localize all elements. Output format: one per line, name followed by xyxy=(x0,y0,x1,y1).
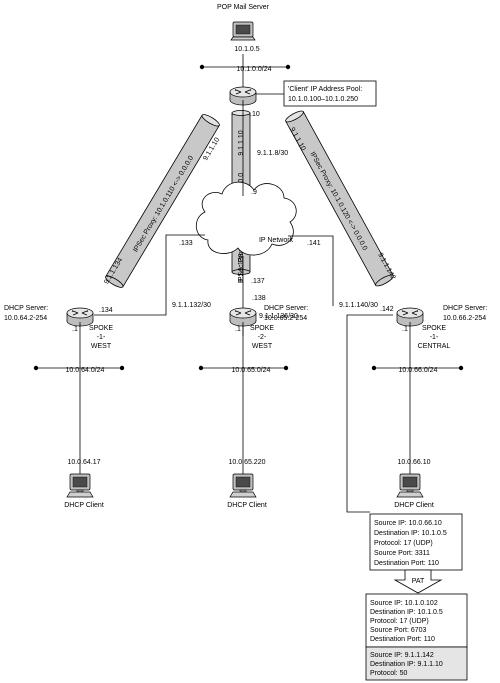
spoke-2-west-lan-host: .1 xyxy=(235,326,241,333)
spoke-1-west-name-1: SPOKE xyxy=(89,325,113,332)
spoke-1-central-dhcp-range: 10.0.66.2-254 xyxy=(443,315,486,322)
spoke-2-west-cloud-host: .137 xyxy=(251,278,265,285)
packet-encapsulated-line: Protocol: 50 xyxy=(370,670,407,677)
packet-translated: Source IP: 10.1.0.102 Destination IP: 10… xyxy=(365,593,468,648)
pat-label: PAT xyxy=(412,578,425,585)
spoke-2-west-dhcp-range: 10.0.65.2-254 xyxy=(264,315,307,322)
spoke-1-central-lan-subnet: 10.0.66.0/24 xyxy=(399,367,438,374)
spoke-2-west-client-ip: 10.0.65.220 xyxy=(229,459,266,466)
packet-translated-line: Destination Port: 110 xyxy=(370,636,435,643)
hub-lan-subnet: 10.1.0.0/24 xyxy=(236,66,271,73)
spoke-1-west-lan-endpoint-right xyxy=(119,365,125,371)
spoke-1-central-dhcp-title: DHCP Server: xyxy=(443,305,487,312)
cloud-label: IP Network xyxy=(259,237,294,244)
spoke-2-west-lan-endpoint-left xyxy=(198,365,204,371)
spoke-1-west-wan-link xyxy=(94,234,205,316)
hub-wan-subnet: 9.1.1.8/30 xyxy=(257,150,288,157)
packet-translated-line: Protocol: 17 (UDP) xyxy=(370,618,429,625)
spoke-1-west-client-icon xyxy=(66,473,94,498)
address-pool-box xyxy=(283,80,377,107)
spoke-1-central-name-3: CENTRAL xyxy=(418,343,451,350)
tunnel-left-label: IPSec Proxy: 10.1.0.110 <-> 0.0.0.0 xyxy=(132,155,195,254)
hub-lan-endpoint-right xyxy=(285,64,291,70)
spoke-2-west-lan-subnet: 10.0.65.0/24 xyxy=(232,367,271,374)
spoke-1-central-wan-link xyxy=(288,235,334,306)
spoke-1-west-name-3: WEST xyxy=(91,343,112,350)
spoke-1-west-client-ip: 10.0.64.17 xyxy=(67,459,100,466)
mail-server-icon xyxy=(230,21,256,41)
pat-arrow: PAT xyxy=(393,569,443,594)
packet-encapsulated-line: Destination IP: 9.1.1.10 xyxy=(370,661,443,668)
spoke-1-central-router-host: .142 xyxy=(380,306,394,313)
spoke-2-west-name-3: WEST xyxy=(252,343,273,350)
tunnel-right-label: IPSec Proxy: 10.1.0.120 <-> 0.0.0.0 xyxy=(308,151,368,252)
hub-router-host: .10 xyxy=(250,111,260,118)
hub-lan-endpoint-left xyxy=(199,64,205,70)
spoke-2-west: .137 9.1.1.136/30 .138 DHCP Server: 10.0… xyxy=(198,256,308,509)
spoke-1-west-cloud-host: .133 xyxy=(179,240,193,247)
packet-translated-line: Source IP: 10.1.0.102 xyxy=(370,600,438,607)
spoke-1-central-cloud-host: .141 xyxy=(307,240,321,247)
spoke-1-west-client-label: DHCP Client xyxy=(64,502,104,509)
spoke-1-west-lan-host: .1 xyxy=(72,326,78,333)
spoke-1-central-name-1: SPOKE xyxy=(422,325,446,332)
packet-encapsulated: Source IP: 9.1.1.142 Destination IP: 9.1… xyxy=(365,646,468,681)
spoke-1-central-client-ip: 10.0.66.10 xyxy=(397,459,430,466)
hub-wan-router-end: .9 xyxy=(251,189,257,196)
hub-site: POP Mail Server 10.1.0.5 10.1.0.0/24 'Cl… xyxy=(199,4,377,118)
spoke-1-west-dhcp-range: 10.0.64.2-254 xyxy=(4,315,47,322)
spoke-2-west-name-1: SPOKE xyxy=(250,325,274,332)
spoke-1-central-name-2: -1- xyxy=(430,334,439,341)
spoke-1-west-lan-subnet: 10.0.64.0/24 xyxy=(66,367,105,374)
tunnel-right xyxy=(285,110,394,287)
packet-translated-line: Source Port: 6703 xyxy=(370,627,427,634)
spoke-1-west: .133 9.1.1.132/30 .134 DHCP Server: 10.0… xyxy=(4,234,211,509)
spoke-1-west-name-2: -1- xyxy=(97,334,106,341)
packet-original-line: Destination IP: 10.1.0.5 xyxy=(374,530,447,537)
packet-original-line: Source IP: 10.0.66.10 xyxy=(374,520,442,527)
mail-server-ip: 10.1.0.5 xyxy=(234,46,259,53)
spoke-2-west-lan-endpoint-right xyxy=(283,365,289,371)
packet-encapsulated-line: Source IP: 9.1.1.142 xyxy=(370,652,434,659)
spoke-1-central: .141 9.1.1.140/30 .142 DHCP Server: 10.0… xyxy=(288,235,487,513)
spoke-1-central-client-label: DHCP Client xyxy=(394,502,434,509)
packet-original-line: Protocol: 17 (UDP) xyxy=(374,540,433,547)
spoke-1-west-lan-endpoint-left xyxy=(33,365,39,371)
spoke-1-central-lan-host: .1 xyxy=(402,326,408,333)
spoke-2-west-dhcp-title: DHCP Server: xyxy=(264,305,308,312)
address-pool-range: 10.1.0.100–10.1.0.250 xyxy=(288,96,358,103)
spoke-1-central-wan-subnet: 9.1.1.140/30 xyxy=(339,302,378,309)
ip-network-cloud: IP Network xyxy=(195,181,297,256)
spoke-2-west-client-label: DHCP Client xyxy=(227,502,267,509)
spoke-1-west-wan-subnet: 9.1.1.132/30 xyxy=(172,302,211,309)
tunnel-center-bottom-ip: 9.1.1.138 xyxy=(238,253,245,282)
spoke-2-west-client-icon xyxy=(229,473,257,498)
address-pool-title: 'Client' IP Address Pool: xyxy=(288,86,362,93)
spoke-1-central-lan-endpoint-right xyxy=(458,365,464,371)
tunnel-center-top-ip: 9.1.1.10 xyxy=(238,130,245,155)
spoke-1-west-dhcp-title: DHCP Server: xyxy=(4,305,48,312)
spoke-2-west-router-host: .138 xyxy=(252,295,266,302)
packet-original-line: Source Port: 3311 xyxy=(374,550,430,557)
spoke-2-west-name-2: -2- xyxy=(258,334,267,341)
mail-server-title: POP Mail Server xyxy=(217,4,270,11)
packet-original: Source IP: 10.0.66.10 Destination IP: 10… xyxy=(369,513,463,571)
spoke-1-central-packet-path xyxy=(346,314,393,513)
packet-original-line: Destination Port: 110 xyxy=(374,560,439,567)
tunnel-left xyxy=(105,114,220,288)
spoke-2-west-wan-subnet: 9.1.1.136/30 xyxy=(259,313,298,320)
hub-wan-link: 9.1.1.8/30 .9 xyxy=(242,100,288,196)
spoke-1-central-lan-endpoint-left xyxy=(371,365,377,371)
spoke-1-central-client-icon xyxy=(396,473,424,498)
spoke-1-west-router-host: .134 xyxy=(99,307,113,314)
packet-translated-line: Destination IP: 10.1.0.5 xyxy=(370,609,443,616)
